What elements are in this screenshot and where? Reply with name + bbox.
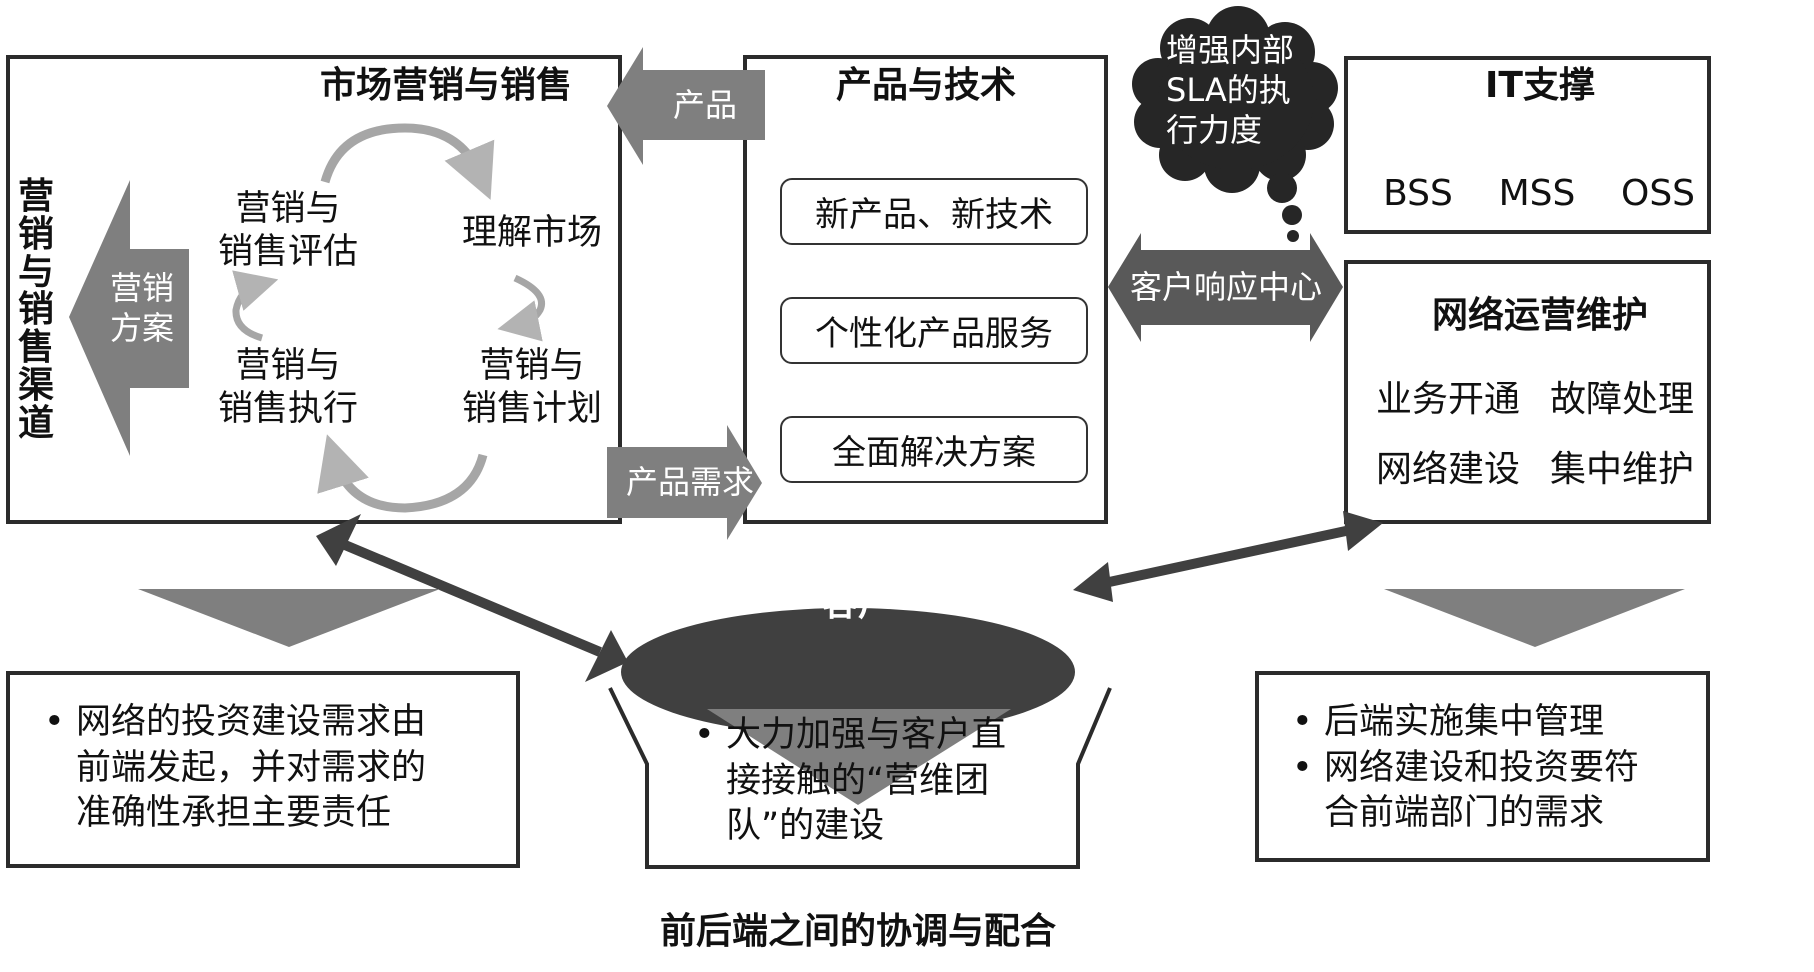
- bottom-middle-bullets: • 大力加强与客户直 接接触的“营维团 队”的建设: [664, 713, 1006, 850]
- left-down-triangle: [138, 589, 440, 647]
- it-item-mss: MSS: [1498, 173, 1576, 214]
- bullet-line: 前端发起，并对需求的: [76, 747, 427, 788]
- marketing-title: 市场营销与销售: [320, 65, 573, 106]
- cycle-plan-line-1: 营销与: [479, 346, 585, 386]
- network-ops-title: 网络运营维护: [1431, 295, 1649, 336]
- bullet-dot: •: [44, 702, 65, 742]
- bottom-left-box: [6, 671, 520, 868]
- diagram-caption: 前后端之间的协调与配合: [659, 911, 1057, 952]
- marketing-plan-line-2: 方案: [109, 309, 175, 347]
- cycle-arrow-top: [320, 123, 495, 200]
- cycle-evaluate-line-2: 销售评估: [217, 231, 359, 272]
- customer-response-label: 客户响应中心: [1129, 268, 1323, 306]
- cycle-understand: 理解市场: [461, 213, 603, 253]
- product-tech-item: 全面解决方案: [780, 416, 1088, 483]
- cycle-arrow-right: [497, 274, 545, 342]
- bullet-line: 后端实施集中管理: [1324, 702, 1605, 742]
- bullet-line: 准确性承担主要责任: [76, 793, 392, 833]
- bottom-middle-bracket: [608, 687, 1112, 869]
- customer-down-triangle: [707, 709, 1011, 805]
- marketing-plan-label: 营销 方案: [110, 268, 174, 348]
- bullet-dot: •: [694, 715, 715, 755]
- cycle-evaluate: 营销与 销售评估: [218, 188, 358, 273]
- cycle-plan-line-2: 销售计划: [461, 388, 603, 429]
- cycle-execute-line-2: 销售执行: [217, 388, 359, 429]
- bottom-left-bullets: • 网络的投资建设需求由 前端发起，并对需求的 准确性承担主要责任: [14, 700, 426, 837]
- thought-bubble: [1132, 6, 1338, 242]
- cycle-execute-line-1: 营销与: [235, 346, 341, 386]
- bullet-line: 大力加强与客户直: [726, 715, 1007, 755]
- bullet-line: 网络建设和投资要符: [1324, 747, 1640, 788]
- bullet-line: 合前端部门的需求: [1324, 793, 1605, 833]
- customer-ellipse: [621, 608, 1075, 736]
- cycle-evaluate-line-1: 营销与: [235, 189, 341, 229]
- bullet-line: 队”的建设: [726, 806, 885, 846]
- thought-line-1: 增强内部: [1166, 31, 1295, 69]
- product-tech-title: 产品与技术: [835, 65, 1017, 106]
- product-tech-item: 新产品、新技术: [780, 178, 1088, 245]
- network-ops-item: 故障处理: [1550, 379, 1695, 420]
- bullet-dot: •: [1292, 747, 1313, 788]
- product-demand-arrow-label: 产品需求: [625, 463, 755, 501]
- marketing-plan-arrow: [69, 180, 189, 456]
- customer-response-arrow: [1108, 233, 1343, 342]
- marketing-channel-label: 营销与销售渠道: [18, 176, 55, 444]
- bullet-item: • 网络建设和投资要符 合前端部门的需求: [1262, 746, 1639, 837]
- bullet-item: • 网络的投资建设需求由 前端发起，并对需求的 准确性承担主要责任: [14, 700, 426, 837]
- bullet-line: 网络的投资建设需求由: [76, 702, 427, 742]
- thought-bubble-text: 增强内部 SLA的执 行力度: [1166, 30, 1294, 150]
- thought-line-2: SLA的执: [1166, 71, 1291, 109]
- customer-label: 客户: [821, 583, 895, 624]
- marketing-plan-line-1: 营销: [109, 269, 175, 307]
- thought-line-3: 行力度: [1166, 111, 1263, 149]
- network-customer-double-arrow: [1073, 511, 1383, 602]
- bottom-right-box: [1255, 671, 1710, 862]
- it-item-bss: BSS: [1383, 173, 1453, 214]
- bullet-line: 接接触的“营维团: [726, 760, 990, 801]
- bullet-item: • 后端实施集中管理: [1262, 700, 1639, 746]
- marketing-customer-double-arrow: [316, 514, 628, 682]
- it-item-oss: OSS: [1620, 173, 1696, 214]
- cycle-execute: 营销与 销售执行: [218, 345, 358, 430]
- bottom-right-bullets: • 后端实施集中管理 • 网络建设和投资要符 合前端部门的需求: [1262, 700, 1639, 837]
- cycle-plan: 营销与 销售计划: [462, 345, 602, 430]
- product-arrow-label: 产品: [672, 86, 738, 124]
- product-arrow: [607, 47, 765, 165]
- network-ops-box: [1344, 260, 1711, 524]
- it-support-box: [1344, 56, 1711, 234]
- product-demand-arrow: [607, 425, 762, 540]
- network-ops-item: 集中维护: [1550, 449, 1695, 490]
- product-tech-item: 个性化产品服务: [780, 297, 1088, 364]
- cycle-arrow-left: [232, 270, 279, 342]
- bullet-item: • 大力加强与客户直 接接触的“营维团 队”的建设: [664, 713, 1006, 850]
- cycle-arrow-bottom: [317, 434, 488, 513]
- right-down-triangle: [1384, 589, 1685, 647]
- network-ops-item: 网络建设: [1376, 449, 1521, 490]
- it-support-title: IT支撑: [1485, 65, 1595, 106]
- network-ops-item: 业务开通: [1376, 379, 1521, 420]
- bullet-dot: •: [1292, 702, 1313, 742]
